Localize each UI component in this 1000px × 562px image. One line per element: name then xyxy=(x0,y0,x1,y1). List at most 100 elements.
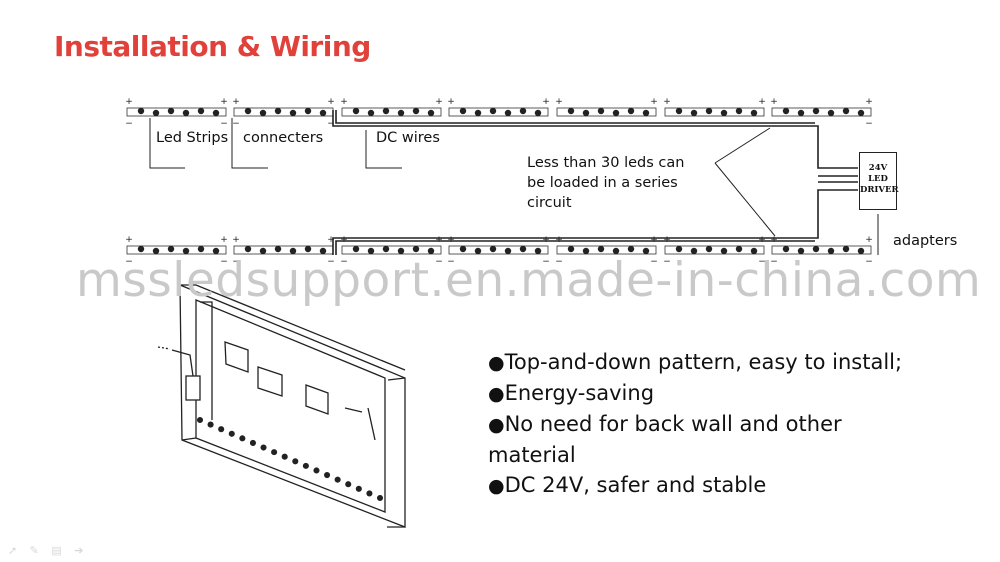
svg-text:−: − xyxy=(125,257,133,267)
forward-icon[interactable]: ➔ xyxy=(74,545,84,557)
sign-led xyxy=(196,416,204,424)
svg-text:+: + xyxy=(435,235,443,245)
led-strip-segment: +−+− xyxy=(663,97,766,129)
svg-text:−: − xyxy=(220,119,228,129)
svg-text:−: − xyxy=(663,257,671,267)
watermark: mssledsupport.en.made-in-china.com xyxy=(76,253,982,308)
driver-line: 24V xyxy=(868,163,888,173)
led-strip-segment: + − + − xyxy=(125,97,228,129)
svg-text:−: − xyxy=(447,257,455,267)
svg-text:−: − xyxy=(770,257,778,267)
arrow-icon[interactable]: ➚ xyxy=(8,545,18,557)
series-circuit-note: Less than 30 leds can be loaded in a ser… xyxy=(527,153,684,213)
svg-text:+: + xyxy=(327,235,335,245)
svg-text:+: + xyxy=(663,235,671,245)
page-title: Installation & Wiring xyxy=(54,30,371,63)
sign-led xyxy=(207,421,214,428)
sign-led xyxy=(281,453,288,460)
svg-text:−: − xyxy=(327,257,335,267)
label-connecters: connecters xyxy=(243,130,324,146)
sign-led xyxy=(271,449,278,456)
led-strip-segment: + − + − xyxy=(447,97,550,129)
svg-text:+: + xyxy=(125,235,133,245)
svg-text:−: − xyxy=(435,257,443,267)
led-strip-segment: + − + − xyxy=(340,235,443,267)
svg-text:−: − xyxy=(232,257,240,267)
svg-text:+: + xyxy=(232,97,240,107)
dc-wire-loop xyxy=(332,110,858,255)
svg-text:+: + xyxy=(220,97,228,107)
svg-text:+: + xyxy=(770,235,778,245)
led-driver-box: 24V LED DRIVER xyxy=(859,152,899,210)
svg-text:−: − xyxy=(125,119,133,129)
pen-icon[interactable]: ✎ xyxy=(29,545,39,557)
bullet-icon: ● xyxy=(488,352,505,374)
svg-text:−: − xyxy=(758,257,766,267)
sign-led xyxy=(302,462,309,469)
svg-text:+: + xyxy=(340,97,348,107)
svg-text:+: + xyxy=(770,97,778,107)
feature-text: DC 24V, safer and stable xyxy=(504,473,767,497)
leader-lines xyxy=(149,118,879,255)
svg-text:−: − xyxy=(542,119,550,129)
sign-led xyxy=(249,439,256,446)
feature-item: ●Energy-saving xyxy=(488,378,908,409)
sign-led xyxy=(218,426,225,433)
led-strip-segment: + − + − xyxy=(125,235,228,267)
svg-text:+: + xyxy=(220,235,228,245)
svg-text:−: − xyxy=(435,119,443,129)
led-strip-segment: +−+− xyxy=(232,97,335,129)
svg-text:−: − xyxy=(340,119,348,129)
svg-text:−: − xyxy=(865,119,873,129)
svg-text:−: − xyxy=(555,119,563,129)
svg-text:−: − xyxy=(865,257,873,267)
sign-led xyxy=(376,494,384,502)
label-led-strips: Led Strips xyxy=(156,130,229,146)
led-strip-segment: + − + − xyxy=(770,235,873,267)
slide-toolbar: ➚ ✎ ▤ ➔ xyxy=(8,541,91,559)
svg-text:−: − xyxy=(650,257,658,267)
svg-text:+: + xyxy=(447,97,455,107)
svg-text:+: + xyxy=(650,235,658,245)
feature-item: ●No need for back wall and other materia… xyxy=(488,409,908,470)
sign-led xyxy=(292,458,299,465)
svg-text:−: − xyxy=(447,119,455,129)
svg-text:−: − xyxy=(663,119,671,129)
led-strip-segment: +−+− xyxy=(770,97,873,129)
svg-text:+: + xyxy=(542,97,550,107)
svg-text:+: + xyxy=(340,235,348,245)
feature-text: No need for back wall and other material xyxy=(488,412,842,467)
led-strip-rows: + − + − + − + − + − + − + − + − + − + − + − + − + − + − + − + − + − + − + − + −… xyxy=(125,97,873,267)
driver-line: LED xyxy=(868,174,888,184)
svg-text:+: + xyxy=(232,235,240,245)
led-strip-segment: +−+− xyxy=(555,235,658,267)
svg-text:+: + xyxy=(758,235,766,245)
note-line: be loaded in a series xyxy=(527,175,678,191)
svg-text:+: + xyxy=(663,97,671,107)
svg-text:+: + xyxy=(125,97,133,107)
label-adapters: adapters xyxy=(893,233,958,249)
svg-text:−: − xyxy=(327,119,335,129)
svg-text:−: − xyxy=(340,257,348,267)
svg-text:+: + xyxy=(327,97,335,107)
menu-icon[interactable]: ▤ xyxy=(51,545,62,557)
sign-led xyxy=(334,476,341,483)
svg-text:−: − xyxy=(220,257,228,267)
bullet-icon: ● xyxy=(488,475,505,497)
bullet-icon: ● xyxy=(488,414,505,436)
feature-item: ●DC 24V, safer and stable xyxy=(488,470,908,501)
led-strip-segment: +−+− xyxy=(447,235,550,267)
led-strip-segment: +−+− xyxy=(555,97,658,129)
feature-text: Top-and-down pattern, easy to install; xyxy=(504,350,903,374)
led-strip-segment: +−+− xyxy=(340,97,443,129)
svg-text:−: − xyxy=(770,119,778,129)
svg-text:+: + xyxy=(865,235,873,245)
svg-text:+: + xyxy=(555,97,563,107)
sign-led xyxy=(324,472,331,479)
label-dc-wires: DC wires xyxy=(376,130,440,146)
svg-text:−: − xyxy=(758,119,766,129)
svg-text:+: + xyxy=(447,235,455,245)
feature-list: ●Top-and-down pattern, easy to install; … xyxy=(488,347,908,501)
bullet-icon: ● xyxy=(488,383,505,405)
